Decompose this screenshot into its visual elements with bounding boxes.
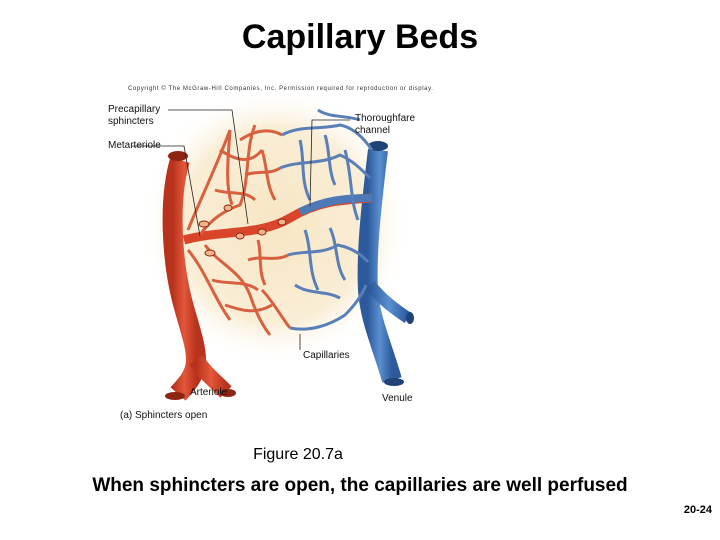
- label-metarteriole: Metarteriole: [108, 140, 161, 151]
- thoroughfare-channel-segment: [298, 194, 373, 216]
- capillary-network-venous: [279, 108, 374, 331]
- thoroughfare-channel-leader: [309, 119, 350, 207]
- label-arteriole: Arteriole: [190, 387, 228, 398]
- label-venule: Venule: [382, 393, 413, 404]
- precapillary-sphincters: [198, 204, 287, 257]
- summary-text: When sphincters are open, the capillarie…: [92, 475, 628, 496]
- capillary-network-arterial: [186, 124, 292, 336]
- figure-caption: Figure 20.7a: [253, 446, 343, 463]
- panel-caption: (a) Sphincters open: [120, 410, 208, 421]
- precapillary-sphincters-leader: [168, 109, 249, 225]
- slide-number: 20-24: [683, 504, 712, 516]
- arteriole-vessel: [162, 151, 236, 401]
- venule-vessel: [357, 141, 414, 386]
- label-precapillary-sphincters: Precapillary sphincters: [108, 104, 161, 127]
- slide-title: Capillary Beds: [241, 18, 479, 56]
- label-capillaries: Capillaries: [303, 350, 350, 361]
- leader-lines: [132, 109, 350, 350]
- label-thoroughfare-channel: Thoroughfare channel: [355, 113, 416, 136]
- metarteriole-leader: [132, 145, 201, 237]
